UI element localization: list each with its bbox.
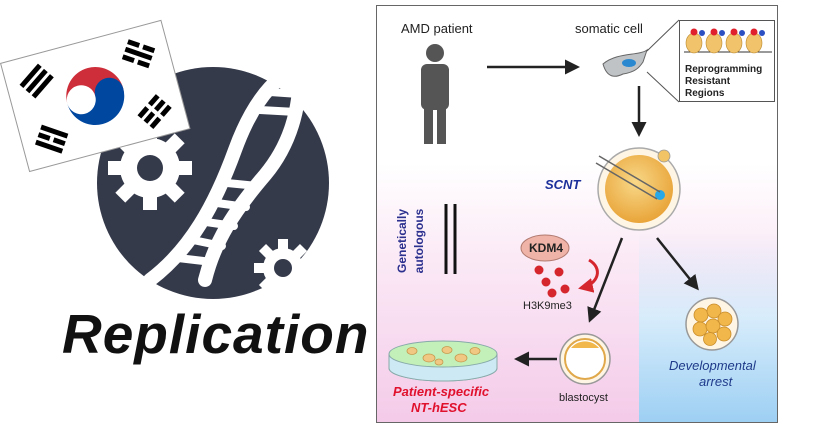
zoom-line-top bbox=[646, 19, 680, 52]
south-korea-flag-icon bbox=[0, 19, 191, 173]
logo-title: Replication bbox=[62, 303, 370, 365]
small-gear-icon bbox=[254, 239, 312, 297]
somatic-cell-icon bbox=[602, 48, 648, 77]
dna-helix-icon bbox=[143, 48, 327, 287]
kdm4-label: KDM4 bbox=[529, 241, 564, 255]
genetically-label: Genetically bbox=[395, 208, 409, 274]
replication-logo bbox=[0, 19, 329, 299]
nt-hesc-label-line1: Patient-specific bbox=[393, 384, 490, 399]
autologous-label: autologous bbox=[412, 208, 426, 274]
kdm4-oval bbox=[520, 234, 570, 262]
arrested-embryo-icon bbox=[685, 297, 739, 351]
blastocyst-icon bbox=[559, 333, 611, 385]
scnt-label: SCNT bbox=[545, 177, 581, 192]
h3k9me3-dots bbox=[534, 265, 570, 298]
arrest-label-line2: arrest bbox=[699, 374, 733, 389]
micropipette-icon bbox=[595, 155, 661, 200]
blastocyst-label: blastocyst bbox=[559, 392, 608, 404]
rrr-line-reprogramming: Reprogramming bbox=[685, 64, 763, 75]
scnt-diagram: Reprogramming Resistant Regions AMD pati… bbox=[376, 5, 778, 423]
rrr-line-resistant: Resistant bbox=[685, 76, 731, 87]
autologous-label-wrap: autologous bbox=[412, 209, 426, 274]
somatic-cell-label: somatic cell bbox=[575, 21, 643, 36]
chromatin-icon bbox=[684, 28, 772, 54]
petri-dish-icon bbox=[388, 340, 498, 382]
rrr-line-regions: Regions bbox=[685, 88, 725, 99]
h3k9me3-label: H3K9me3 bbox=[523, 300, 572, 312]
arrow-oocyte-to-arrest bbox=[656, 237, 699, 291]
patient-label: AMD patient bbox=[401, 21, 473, 36]
arrest-label-line1: Developmental bbox=[669, 358, 756, 373]
nt-hesc-label-line2: NT-hESC bbox=[411, 400, 467, 415]
genetically-label-wrap: Genetically bbox=[395, 209, 409, 273]
patient-person-icon bbox=[421, 44, 449, 144]
zoom-line-bottom bbox=[646, 71, 680, 103]
reprogramming-resistant-regions-box: Reprogramming Resistant Regions bbox=[679, 20, 775, 102]
diagram-graphics bbox=[388, 19, 739, 385]
arrow-oocyte-to-blastocyst bbox=[587, 237, 624, 323]
red-curved-arrow bbox=[578, 258, 599, 293]
